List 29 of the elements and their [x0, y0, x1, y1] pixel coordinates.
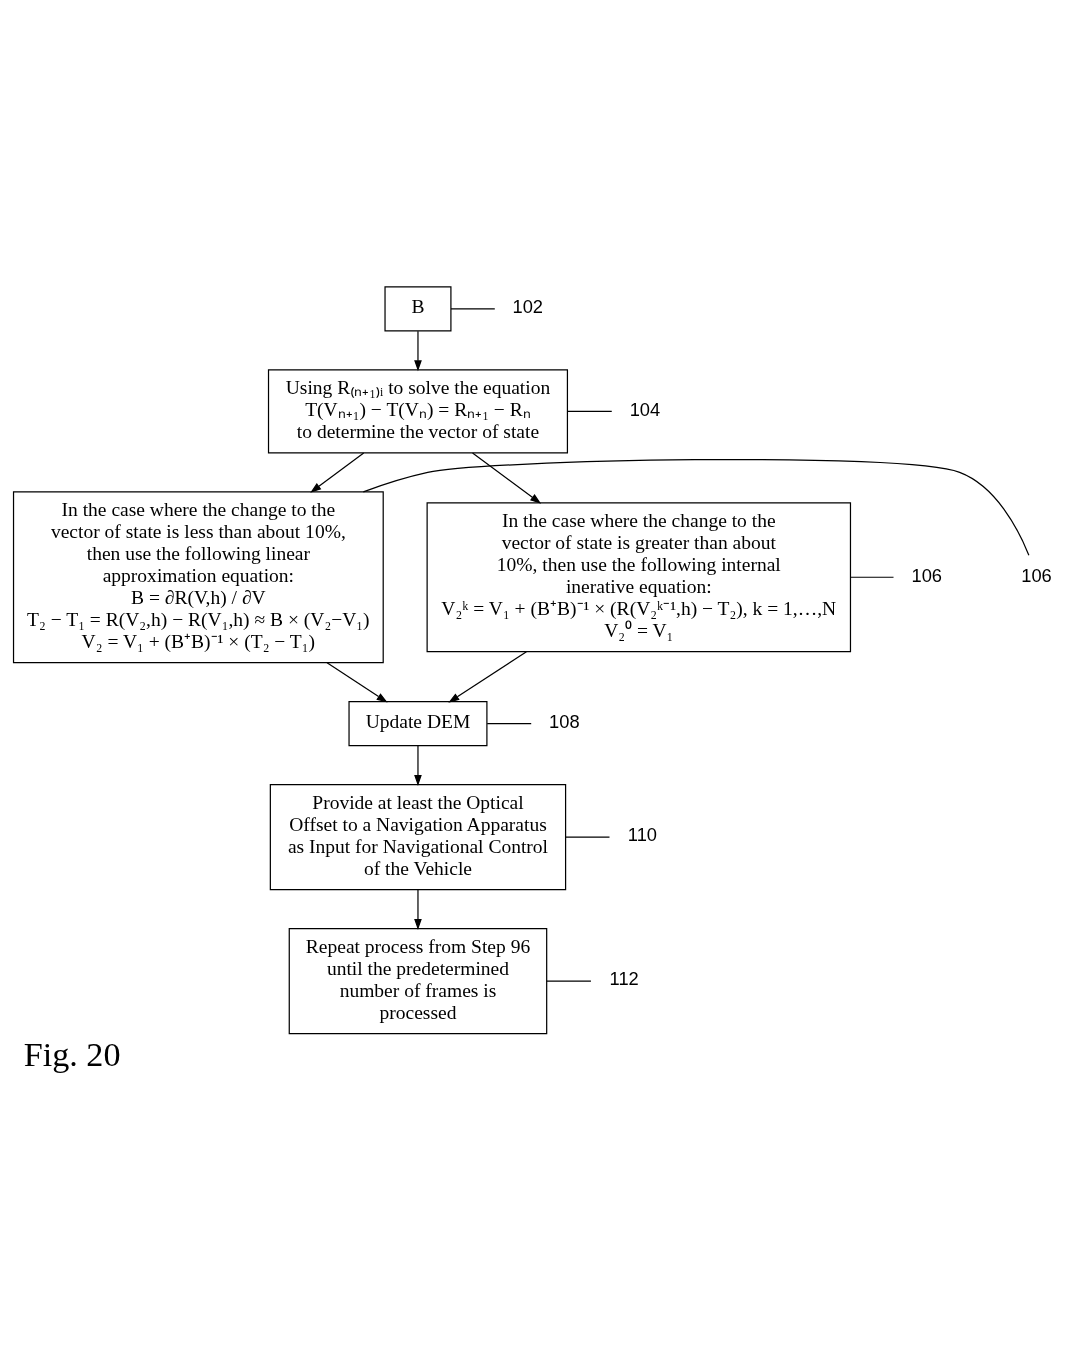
- node-text: 102: [512, 296, 544, 318]
- node-box: Provide at least the Optical Offset to a Navigation Apparatus as Input for Navigational Control of the Vehicle: [269, 784, 567, 891]
- arrow: [326, 662, 388, 703]
- connector: [567, 410, 613, 412]
- connector: [546, 980, 592, 982]
- arrow: [414, 745, 422, 787]
- node-box: In the case where the change to the vector of state is less than about 10%, then use the following linear approximation equation: B = ∂R(V,h) / ∂V T₂ − T₁ = R(V₂,h) − R(V₁,h) ≈ B × (V₂−V₁) V₂ = V₁ + (B⁺B)⁻¹ × (T₂ − T₁): [12, 491, 384, 664]
- caption: Fig. 20: [23, 1035, 121, 1073]
- node-text: 110: [627, 824, 658, 846]
- node-box: Update DEM: [348, 701, 488, 747]
- node-text: 112: [609, 968, 639, 990]
- arrow: [448, 651, 528, 703]
- arrow: [471, 452, 542, 504]
- arrow: [414, 330, 422, 372]
- node-text: 106: [1021, 564, 1052, 586]
- node-box: B: [384, 286, 452, 332]
- node-text: 106: [911, 564, 942, 586]
- node-text: 104: [629, 398, 661, 420]
- node-text: 108: [549, 710, 580, 732]
- arrow: [414, 889, 422, 930]
- node-box: In the case where the change to the vector of state is greater than about 10%, then use the following internal inerative equation: V₂ᵏ = V₁ + (B⁺B)⁻¹ × (R(V₂ᵏ⁻¹,h) − T₂), k = 1,…,N V₂⁰ = V₁: [426, 502, 852, 653]
- connector: [362, 458, 1030, 556]
- node-box: Repeat process from Step 96 until the predetermined number of frames is processed: [288, 928, 548, 1035]
- node-box: Using R₍ₙ₊₁₎ᵢ to solve the equation T(Vₙ₊₁) − T(Vₙ) = Rₙ₊₁ − Rₙ to determine the vector of state: [267, 369, 569, 454]
- connector: [450, 308, 496, 310]
- arrow: [310, 452, 365, 493]
- connector: [486, 723, 532, 725]
- connector: [850, 576, 895, 578]
- connector: [565, 836, 611, 838]
